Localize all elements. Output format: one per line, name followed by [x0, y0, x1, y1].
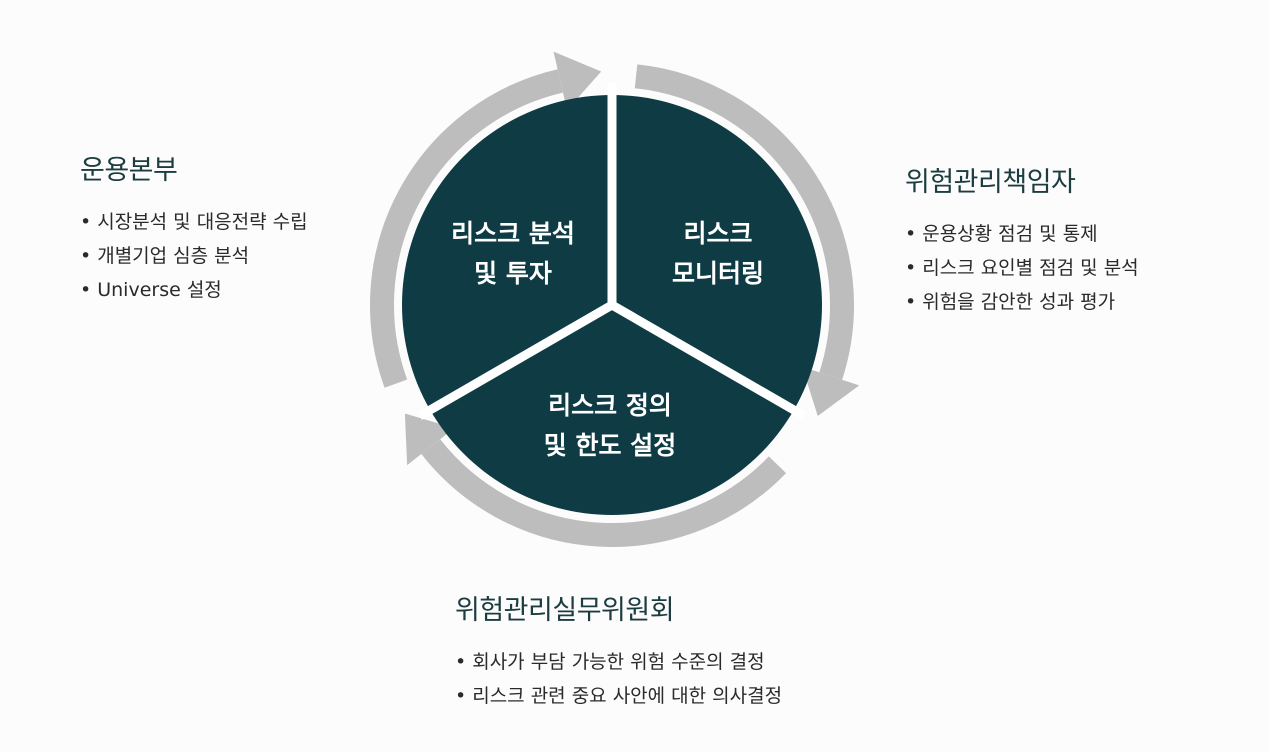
list-item: •리스크 관련 중요 사안에 대한 의사결정 — [455, 685, 783, 707]
segment-label-analysis-line1: 리스크 분석 — [451, 219, 575, 248]
list-item: •시장분석 및 대응전략 수립 — [80, 211, 308, 233]
arrowhead-left-to-top — [553, 51, 602, 111]
group-list-risk-committee: •회사가 부담 가능한 위험 수준의 결정 •리스크 관련 중요 사안에 대한 … — [455, 645, 782, 713]
group-risk-officer: 위험관리책임자 •운용상황 점검 및 통제 •리스크 요인별 점검 및 분석 •… — [905, 160, 1139, 319]
group-title-risk-officer: 위험관리책임자 — [905, 167, 1076, 198]
list-item: •리스크 요인별 점검 및 분석 — [905, 257, 1139, 279]
list-item: •회사가 부담 가능한 위험 수준의 결정 — [455, 651, 765, 673]
cycle-ring — [370, 51, 860, 547]
segment-dividers — [417, 83, 807, 420]
group-title-risk-committee: 위험관리실무위원회 — [455, 595, 675, 626]
group-operations: 운용본부 •시장분석 및 대응전략 수립 •개별기업 심층 분석 •Univer… — [80, 148, 308, 307]
group-title-operations: 운용본부 — [80, 155, 178, 186]
group-list-risk-officer: •운용상황 점검 및 통제 •리스크 요인별 점검 및 분석 •위험을 감안한 … — [905, 217, 1139, 319]
list-item: •개별기업 심층 분석 — [80, 245, 250, 267]
group-risk-committee: 위험관리실무위원회 •회사가 부담 가능한 위험 수준의 결정 •리스크 관련 … — [455, 588, 782, 713]
cycle-arc-left-to-top — [370, 69, 563, 388]
arrowhead-top-to-right — [802, 366, 860, 417]
segment-divider — [609, 301, 807, 420]
segment-label-analysis-line2: 및 투자 — [474, 259, 552, 288]
list-item: •Universe 설정 — [80, 279, 222, 301]
segment-label-monitoring-line2: 모니터링 — [672, 259, 764, 288]
list-item: •위험을 감안한 성과 평가 — [905, 291, 1116, 313]
segment-label-definition-line1: 리스크 정의 — [548, 391, 672, 420]
list-item: •운용상황 점검 및 통제 — [905, 223, 1098, 245]
segment-label-definition-line2: 및 한도 설정 — [544, 431, 676, 460]
group-list-operations: •시장분석 및 대응전략 수립 •개별기업 심층 분석 •Universe 설정 — [80, 205, 308, 307]
cycle-arc-right-to-left — [421, 439, 787, 547]
cycle-arc-top-to-right — [634, 64, 854, 380]
segment-label-monitoring-line1: 리스크 — [683, 219, 752, 248]
segment-divider — [417, 301, 615, 420]
